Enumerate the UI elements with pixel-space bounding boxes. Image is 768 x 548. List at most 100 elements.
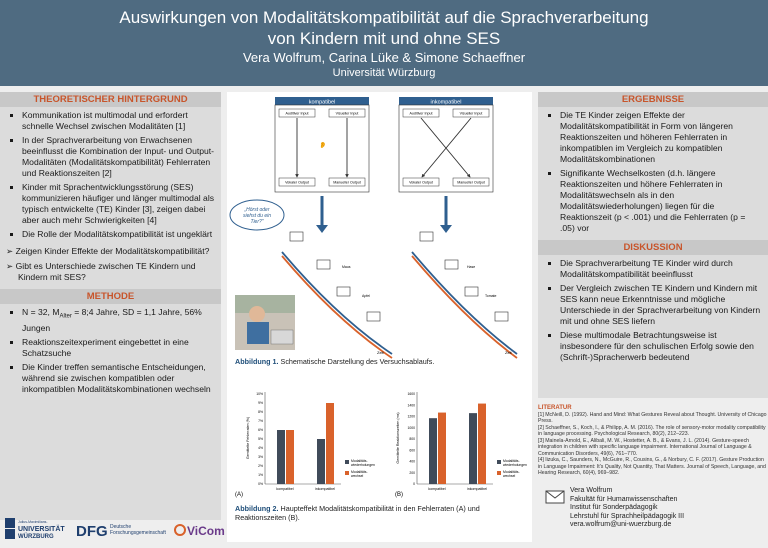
chart-a-cat: inkompatibel bbox=[315, 487, 335, 491]
background-list: Kommunikation ist multimodal und erforde… bbox=[0, 110, 221, 240]
svg-text:wiederholungen: wiederholungen bbox=[351, 463, 375, 467]
y-tick-label: 1200 bbox=[407, 415, 415, 419]
method-item: Reaktionszeitexperiment eingebettet in e… bbox=[22, 337, 215, 359]
vocal-output-box bbox=[278, 177, 316, 187]
literature-item: [2] Schaeffner, S., Koch, I., & Philipp,… bbox=[538, 424, 766, 438]
figures-svg: kompatibel Auditiver Input Visueller Inp… bbox=[229, 97, 527, 498]
speech-bubble-line: „Hörst oder bbox=[243, 207, 269, 213]
discussion-list: Die Sprachverarbeitung TE Kinder wird du… bbox=[538, 258, 768, 363]
svg-text:Tier?": Tier?" bbox=[250, 219, 263, 225]
bar bbox=[478, 403, 486, 484]
y-tick-label: 6% bbox=[258, 428, 263, 432]
y-tick-label: 1000 bbox=[407, 426, 415, 430]
y-tick-label: 200 bbox=[409, 471, 415, 475]
research-questions: ➢ Zeigen Kinder Effekte der Modalitätsko… bbox=[0, 246, 221, 283]
panel-incompatible-label: inkompatibel bbox=[431, 100, 462, 106]
method-item: N = 32, MAlter = 8;4 Jahre, SD = 1,1 Jah… bbox=[22, 307, 215, 334]
panel-incompatible: inkompatibel Auditiver Input Visueller I… bbox=[398, 97, 494, 193]
legend-swatch bbox=[497, 471, 501, 475]
contact-line: Fakultät für Humanwissenschaften bbox=[570, 495, 678, 503]
bar bbox=[317, 439, 325, 484]
chart-a: 0%1%2%3%4%5%6%7%8%9%10% kompatibel inkom… bbox=[235, 392, 375, 498]
method-heading: METHODE bbox=[0, 289, 221, 304]
research-question: ➢ Gibt es Unterschiede zwischen TE Kinde… bbox=[6, 261, 196, 282]
discussion-item: Der Vergleich zwischen TE Kindern und Ki… bbox=[560, 283, 762, 327]
svg-text:Manueller Output: Manueller Output bbox=[333, 181, 361, 185]
bar bbox=[286, 430, 294, 484]
university: Universität Würzburg bbox=[332, 67, 436, 79]
panel-compatible: kompatibel Auditiver Input Visueller Inp… bbox=[274, 97, 370, 193]
bar bbox=[429, 418, 437, 484]
contact-email[interactable]: vera.wolfrum@uni-wuerzburg.de bbox=[570, 521, 672, 529]
label-zeit: Zeit bbox=[377, 350, 385, 355]
svg-text:ViCom: ViCom bbox=[187, 524, 225, 538]
y-tick-label: 5% bbox=[258, 437, 263, 441]
bar bbox=[277, 430, 285, 484]
method-list: N = 32, MAlter = 8;4 Jahre, SD = 1,1 Jah… bbox=[0, 307, 221, 395]
chart-a-yticks: 0%1%2%3%4%5%6%7%8%9%10% bbox=[256, 392, 263, 486]
background-heading: THEORETISCHER HINTERGRUND bbox=[0, 92, 221, 107]
chart-b-ylabel: Gemittelte Reaktionszeiten (ms) bbox=[396, 412, 400, 463]
y-tick-label: 0% bbox=[258, 482, 263, 486]
y-tick-label: 800 bbox=[409, 437, 415, 441]
svg-text:UNIVERSITÄT: UNIVERSITÄT bbox=[18, 525, 65, 533]
y-tick-label: 8% bbox=[258, 410, 263, 414]
literature-item: [1] McNeill, D. (1992). Hand and Mind: W… bbox=[538, 411, 767, 425]
left-column: THEORETISCHER HINTERGRUND Kommunikation … bbox=[0, 92, 221, 520]
svg-text:Vokaler Output: Vokaler Output bbox=[409, 181, 433, 185]
chart-a-ylabel: Gemittelte Fehlerraten (%) bbox=[246, 417, 250, 459]
y-tick-label: 400 bbox=[409, 460, 415, 464]
bar bbox=[469, 413, 477, 484]
svg-text:Modalitäts-: Modalitäts- bbox=[503, 459, 520, 463]
svg-text:wiederholungen: wiederholungen bbox=[503, 463, 527, 467]
label-maus: Maus bbox=[342, 265, 351, 269]
method-item: Die Kinder treffen semantische Entscheid… bbox=[22, 362, 215, 395]
bar bbox=[438, 412, 446, 484]
chart-a-bars bbox=[277, 403, 334, 484]
chart-b-cat: kompatibel bbox=[428, 487, 446, 491]
child-photo bbox=[235, 295, 295, 350]
poster-title-line1: Auswirkungen von Modalitätskompatibilitä… bbox=[119, 8, 649, 27]
bar bbox=[326, 403, 334, 484]
literature-heading: LITERATUR bbox=[538, 405, 572, 411]
logos-svg: Julius-Maximilians- UNIVERSITÄT WÜRZBURG… bbox=[5, 518, 225, 540]
svg-text:DFG: DFG bbox=[76, 523, 108, 540]
contact-line: Lehrstuhl für Sprachheilpädagogik III bbox=[570, 512, 685, 520]
svg-text:Vokaler Output: Vokaler Output bbox=[285, 181, 309, 185]
panel-incompatible-header bbox=[399, 97, 493, 105]
legend-swatch bbox=[497, 460, 501, 464]
y-tick-label: 7% bbox=[258, 419, 263, 423]
legend-label: Modalitäts- bbox=[351, 470, 368, 474]
figure1-caption: Abbildung 1. Schematische Darstellung de… bbox=[235, 357, 435, 366]
results-list: Die TE Kinder zeigen Effekte der Modalit… bbox=[538, 110, 768, 234]
svg-text:Julius-Maximilians-: Julius-Maximilians- bbox=[18, 520, 48, 524]
authors: Vera Wolfrum, Carina Lüke & Simone Schae… bbox=[242, 50, 526, 65]
svg-text:wechsel: wechsel bbox=[503, 474, 515, 478]
chart-b-bars bbox=[429, 403, 486, 484]
chart-b-cat: inkompatibel bbox=[467, 487, 487, 491]
speech-bubble: „Hörst oder siehst du ein Tier?" bbox=[229, 199, 285, 231]
svg-text:Visueller Input: Visueller Input bbox=[336, 112, 359, 116]
poster-header: Auswirkungen von Modalitätskompatibilitä… bbox=[0, 0, 768, 86]
y-tick-label: 600 bbox=[409, 448, 415, 452]
visual-input-box bbox=[328, 108, 366, 118]
y-tick-label: 9% bbox=[258, 401, 263, 405]
chart-b-panel-label: (B) bbox=[395, 492, 403, 498]
y-tick-label: 0 bbox=[413, 482, 415, 486]
legend-label: Modalitäts- bbox=[351, 459, 368, 463]
legend-swatch bbox=[345, 471, 349, 475]
discussion-item: Die Sprachverarbeitung TE Kinder wird du… bbox=[560, 258, 762, 280]
jmu-logo: Julius-Maximilians- UNIVERSITÄT WÜRZBURG bbox=[5, 518, 65, 540]
ear-icon: 👂 bbox=[319, 141, 326, 149]
svg-text:Manueller Output: Manueller Output bbox=[457, 181, 485, 185]
background-item: Kinder mit Sprachentwicklungsstörung (SE… bbox=[22, 182, 215, 226]
y-tick-label: 2% bbox=[258, 464, 263, 468]
svg-text:wechsel: wechsel bbox=[351, 474, 363, 478]
trial-sequence-compatible: Maus Apfel Zeit bbox=[281, 231, 393, 359]
svg-text:Visueller Input: Visueller Input bbox=[460, 112, 483, 116]
literature-item: [4] Iizuka, C., Saunders, N., McGuire, R… bbox=[538, 457, 766, 476]
manual-output-box bbox=[328, 177, 366, 187]
question-marker: ➢ bbox=[6, 246, 14, 256]
